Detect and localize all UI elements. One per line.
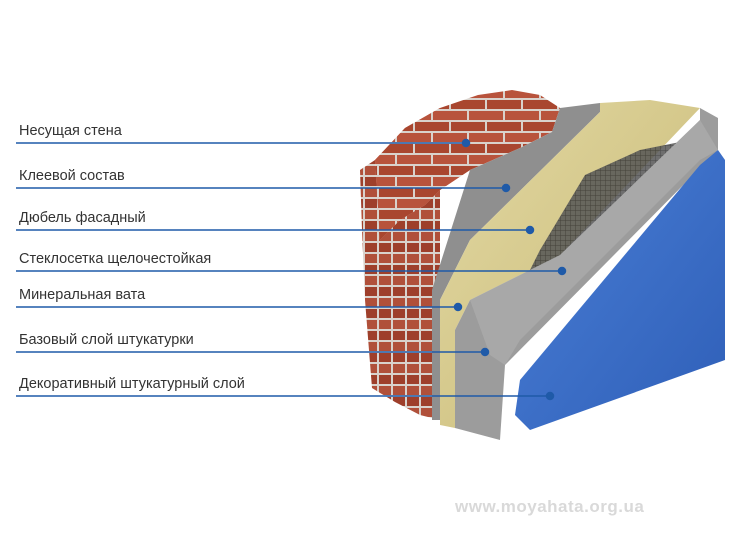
label-fiberglass-mesh: Стеклосетка щелочестойкая — [19, 251, 212, 267]
label-base-plaster: Базовый слой штукатурки — [19, 332, 194, 348]
adhesive-layer — [432, 103, 600, 420]
label-load-bearing-wall: Несущая стена — [19, 123, 122, 139]
label-decorative-plaster: Декоративный штукатурный слой — [19, 376, 245, 392]
decorative-plaster-layer — [515, 150, 725, 430]
watermark: www.moyahata.org.ua — [455, 497, 645, 516]
label-adhesive: Клеевой состав — [19, 168, 125, 184]
mineral-wool-layer — [440, 100, 700, 428]
leader-lines — [16, 138, 567, 401]
label-mineral-wool: Минеральная вата — [19, 287, 146, 303]
label-facade-dowel: Дюбель фасадный — [19, 210, 146, 226]
brick-wall — [360, 90, 560, 420]
